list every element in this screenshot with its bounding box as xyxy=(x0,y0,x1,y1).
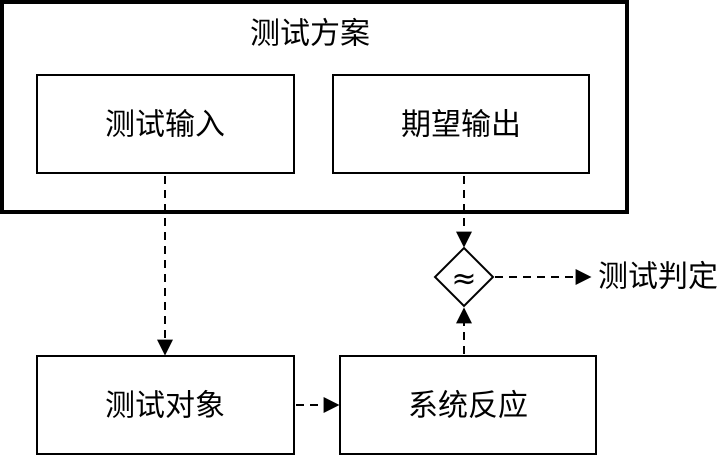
approx-symbol: ≈ xyxy=(451,262,476,297)
system-response-label: 系统反应 xyxy=(408,389,528,424)
test-object-label: 测试对象 xyxy=(105,389,225,424)
test-object-box xyxy=(36,355,295,455)
expected-output-label: 期望输出 xyxy=(401,108,521,143)
comparator-diamond xyxy=(433,246,495,308)
test-plan-title: 测试方案 xyxy=(250,17,370,52)
test-input-box xyxy=(36,74,295,174)
system-response-box xyxy=(339,355,597,455)
test-plan-group: 测试方案 测试输入 期望输出 xyxy=(0,0,629,214)
comparator: ≈ xyxy=(433,246,495,308)
expected-output-box xyxy=(332,74,590,174)
test-input-label: 测试输入 xyxy=(105,108,225,143)
test-verdict-label: 测试判定 xyxy=(598,260,718,295)
